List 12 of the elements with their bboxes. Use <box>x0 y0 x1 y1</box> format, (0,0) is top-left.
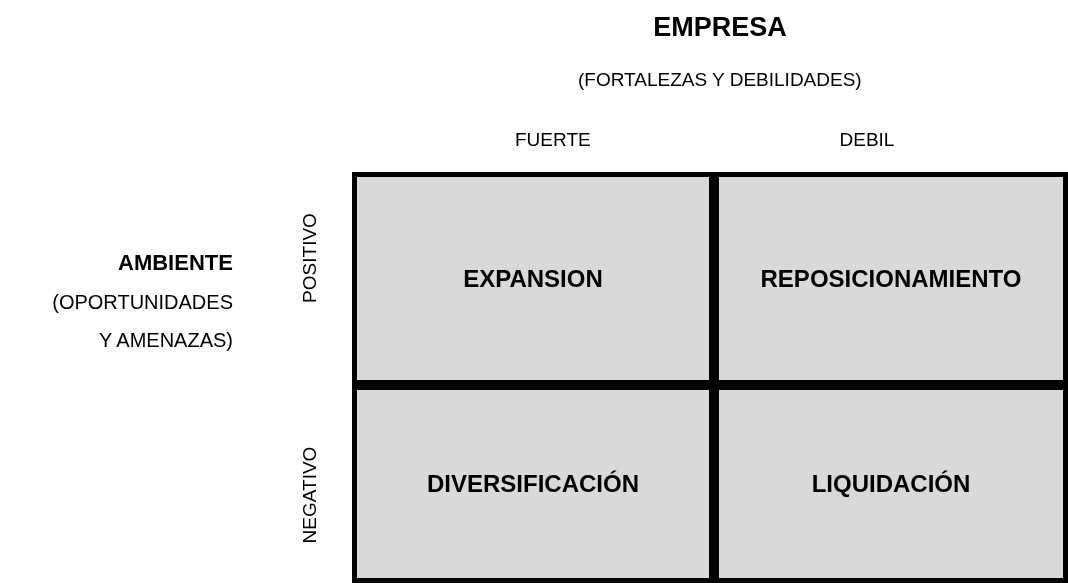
cell-label: DIVERSIFICACIÓN <box>427 470 639 498</box>
row-heading: AMBIENTE <box>118 250 233 276</box>
row-subheading: (OPORTUNIDADES Y AMENAZAS) <box>51 290 233 353</box>
cell-label: EXPANSION <box>463 264 603 293</box>
subheading: (FORTALEZAS Y DEBILIDADES) <box>578 69 862 91</box>
cell-label: LIQUIDACIÓN <box>811 470 971 498</box>
column-label: DEBIL <box>839 129 895 151</box>
row-label: POSITIVO <box>298 213 321 303</box>
row-label: NEGATIVO <box>298 446 321 544</box>
column-label: FUERTE <box>515 129 591 151</box>
heading: EMPRESA <box>653 12 787 43</box>
cell-label: REPOSICIONAMIENTO <box>760 264 1022 293</box>
